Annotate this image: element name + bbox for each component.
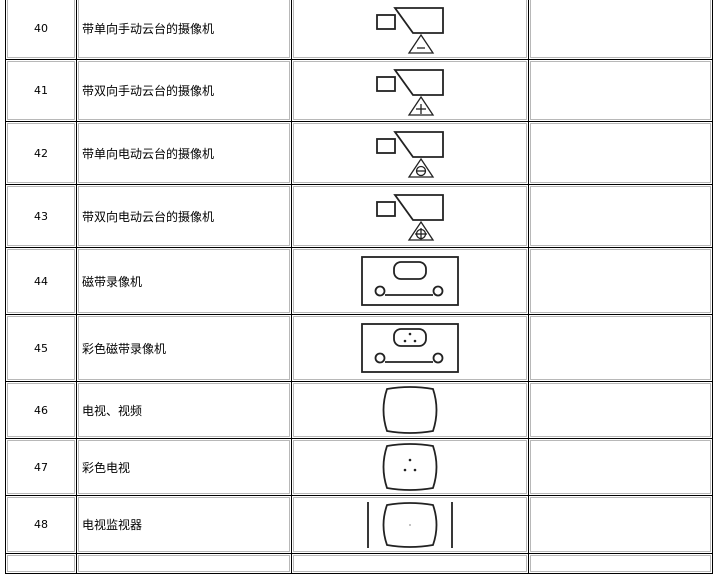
tv-monitor-icon: [367, 501, 453, 548]
table-row: 42 带单向电动云台的摄像机: [6, 122, 713, 185]
table-row: 48 电视监视器: [6, 496, 713, 554]
symbol-cell: [292, 315, 529, 382]
row-name: 带单向手动云台的摄像机: [77, 0, 292, 60]
row-number: [6, 554, 77, 574]
row-number: 44: [6, 248, 77, 315]
note-cell: [529, 248, 713, 315]
row-name: 带单向电动云台的摄像机: [77, 122, 292, 185]
symbol-cell: [292, 0, 529, 60]
row-name: 磁带录像机: [77, 248, 292, 315]
row-number: 48: [6, 496, 77, 554]
symbol-cell: [292, 60, 529, 122]
camera-manual-pan-two-way-icon: [376, 68, 444, 116]
row-number: 41: [6, 60, 77, 122]
video-tape-recorder-icon: [361, 256, 459, 306]
row-number: 43: [6, 185, 77, 248]
camera-manual-pan-one-way-icon: [376, 6, 444, 54]
color-video-tape-recorder-icon: [361, 323, 459, 373]
row-name: [77, 554, 292, 574]
symbol-cell: [292, 248, 529, 315]
row-name: 带双向电动云台的摄像机: [77, 185, 292, 248]
note-cell: [529, 554, 713, 574]
table-row: 44 磁带录像机: [6, 248, 713, 315]
table-row: 47 彩色电视: [6, 439, 713, 496]
row-number: 40: [6, 0, 77, 60]
symbol-cell: [292, 439, 529, 496]
note-cell: [529, 60, 713, 122]
table-row: [6, 554, 713, 574]
table-row: 41 带双向手动云台的摄像机: [6, 60, 713, 122]
row-name: 彩色磁带录像机: [77, 315, 292, 382]
note-cell: [529, 382, 713, 439]
row-name: 带双向手动云台的摄像机: [77, 60, 292, 122]
camera-motorized-pan-two-way-icon: [376, 194, 444, 241]
table-row: 46 电视、视频: [6, 382, 713, 439]
table-row: 45 彩色磁带录像机: [6, 315, 713, 382]
symbol-table: 40 带单向手动云台的摄像机 41 带双向手动云台的摄像机: [5, 0, 713, 574]
symbol-cell: [292, 554, 529, 574]
row-number: 42: [6, 122, 77, 185]
row-number: 47: [6, 439, 77, 496]
camera-motorized-pan-one-way-icon: [376, 131, 444, 178]
note-cell: [529, 496, 713, 554]
table-row: 40 带单向手动云台的摄像机: [6, 0, 713, 60]
row-name: 电视监视器: [77, 496, 292, 554]
note-cell: [529, 439, 713, 496]
color-television-icon: [382, 443, 438, 491]
symbol-cell: [292, 122, 529, 185]
note-cell: [529, 315, 713, 382]
symbol-cell: [292, 185, 529, 248]
symbol-cell: [292, 496, 529, 554]
note-cell: [529, 0, 713, 60]
note-cell: [529, 185, 713, 248]
television-icon: [382, 386, 438, 434]
note-cell: [529, 122, 713, 185]
row-number: 45: [6, 315, 77, 382]
row-name: 电视、视频: [77, 382, 292, 439]
row-name: 彩色电视: [77, 439, 292, 496]
symbol-cell: [292, 382, 529, 439]
row-number: 46: [6, 382, 77, 439]
table-row: 43 带双向电动云台的摄像机: [6, 185, 713, 248]
